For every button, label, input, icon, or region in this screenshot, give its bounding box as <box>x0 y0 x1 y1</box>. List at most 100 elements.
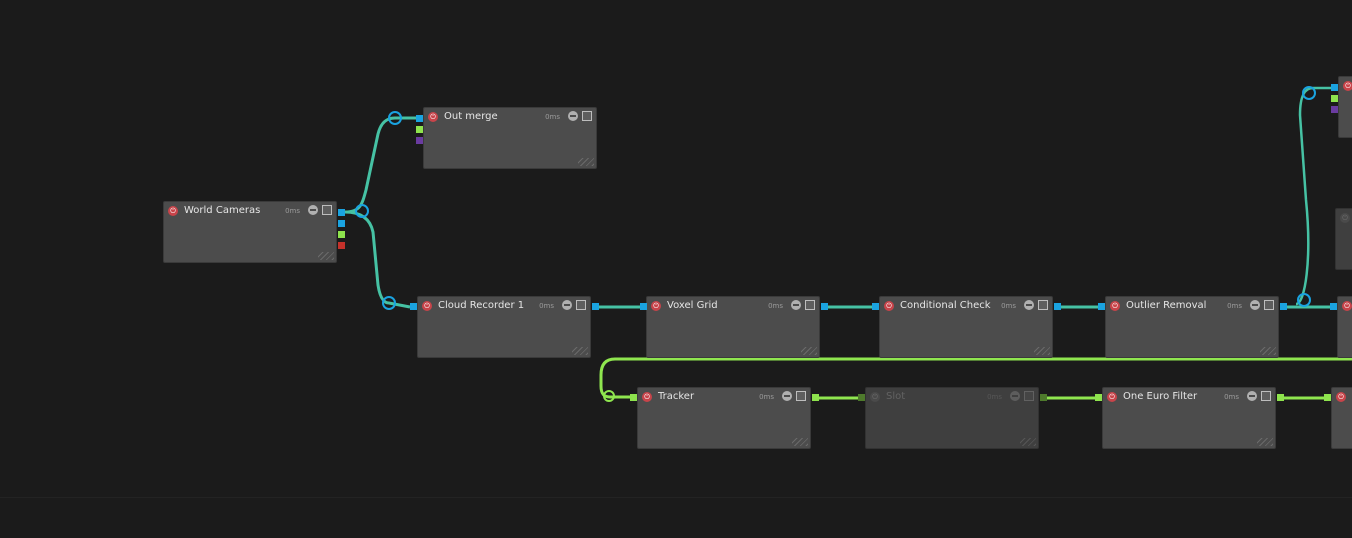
minus-icon[interactable] <box>1010 391 1020 401</box>
resize-grip-icon[interactable] <box>801 347 817 355</box>
input-port[interactable] <box>1098 303 1105 310</box>
output-port[interactable] <box>812 394 819 401</box>
node-partial-chain[interactable]: ⏻ <box>1337 296 1352 358</box>
output-port[interactable] <box>338 242 345 249</box>
node-title: One Euro Filter <box>1123 391 1198 402</box>
wire-world-cameras-cloud-recorder <box>344 210 411 309</box>
node-tracker[interactable]: ⏻ Tracker 0ms <box>637 387 811 449</box>
power-icon[interactable]: ⏻ <box>1340 213 1350 223</box>
output-port[interactable] <box>592 303 599 310</box>
resize-grip-icon[interactable] <box>1034 347 1050 355</box>
power-icon[interactable]: ⏻ <box>1110 301 1120 311</box>
node-world-cameras[interactable]: ⏻ World Cameras 0ms <box>163 201 337 263</box>
node-timing: 0ms <box>545 113 560 121</box>
input-port[interactable] <box>1324 394 1331 401</box>
minus-icon[interactable] <box>1250 300 1260 310</box>
reroute-handle <box>603 390 615 402</box>
node-title: Cloud Recorder 1 <box>438 300 525 311</box>
checkbox-icon[interactable] <box>582 111 592 121</box>
checkbox-icon[interactable] <box>1261 391 1271 401</box>
node-conditional-check[interactable]: ⏻ Conditional Check 0ms <box>879 296 1053 358</box>
canvas-bottom-divider <box>0 497 1352 498</box>
minus-icon[interactable] <box>791 300 801 310</box>
checkbox-icon[interactable] <box>805 300 815 310</box>
minus-icon[interactable] <box>1024 300 1034 310</box>
node-cloud-recorder[interactable]: ⏻ Cloud Recorder 1 0ms <box>417 296 591 358</box>
checkbox-icon[interactable] <box>322 205 332 215</box>
input-port[interactable] <box>416 137 423 144</box>
output-port[interactable] <box>821 303 828 310</box>
power-icon[interactable]: ⏻ <box>651 301 661 311</box>
power-icon[interactable]: ⏻ <box>1107 392 1117 402</box>
minus-icon[interactable] <box>782 391 792 401</box>
resize-grip-icon[interactable] <box>578 158 594 166</box>
input-port[interactable] <box>1330 303 1337 310</box>
checkbox-icon[interactable] <box>1264 300 1274 310</box>
output-port[interactable] <box>1277 394 1284 401</box>
node-title: Conditional Check <box>900 300 991 311</box>
input-port[interactable] <box>1095 394 1102 401</box>
node-out-merge[interactable]: ⏻ Out merge 0ms <box>423 107 597 169</box>
output-port[interactable] <box>338 209 345 216</box>
power-icon[interactable]: ⏻ <box>428 112 438 122</box>
node-timing: 0ms <box>768 302 783 310</box>
input-port[interactable] <box>1331 95 1338 102</box>
power-icon[interactable]: ⏻ <box>422 301 432 311</box>
input-port[interactable] <box>416 115 423 122</box>
wire-world-cameras-out-merge <box>344 116 418 214</box>
node-title: World Cameras <box>184 205 261 216</box>
minus-icon[interactable] <box>308 205 318 215</box>
reroute-handle <box>388 111 402 125</box>
node-title: Tracker <box>658 391 695 402</box>
node-partial-tracker-chain[interactable]: ⏻ <box>1331 387 1352 449</box>
resize-grip-icon[interactable] <box>1257 438 1273 446</box>
node-outlier-removal[interactable]: ⏻ Outlier Removal 0ms <box>1105 296 1279 358</box>
minus-icon[interactable] <box>568 111 578 121</box>
reroute-handle <box>1297 293 1311 307</box>
resize-grip-icon[interactable] <box>792 438 808 446</box>
power-icon[interactable]: ⏻ <box>1336 392 1346 402</box>
input-port[interactable] <box>640 303 647 310</box>
input-port[interactable] <box>872 303 879 310</box>
power-icon[interactable]: ⏻ <box>870 392 880 402</box>
output-port[interactable] <box>1040 394 1047 401</box>
input-port[interactable] <box>410 303 417 310</box>
checkbox-icon[interactable] <box>1024 391 1034 401</box>
output-port[interactable] <box>338 231 345 238</box>
power-icon[interactable]: ⏻ <box>168 206 178 216</box>
checkbox-icon[interactable] <box>576 300 586 310</box>
node-one-euro-filter[interactable]: ⏻ One Euro Filter 0ms <box>1102 387 1276 449</box>
input-port[interactable] <box>630 394 637 401</box>
minus-icon[interactable] <box>1247 391 1257 401</box>
input-port[interactable] <box>1331 106 1338 113</box>
resize-grip-icon[interactable] <box>572 347 588 355</box>
checkbox-icon[interactable] <box>1038 300 1048 310</box>
power-icon[interactable]: ⏻ <box>884 301 894 311</box>
resize-grip-icon[interactable] <box>318 252 334 260</box>
power-icon[interactable]: ⏻ <box>1342 301 1352 311</box>
input-port[interactable] <box>1331 84 1338 91</box>
node-partial-middle[interactable]: ⏻ <box>1335 208 1352 270</box>
reroute-handle <box>355 204 369 218</box>
node-timing: 0ms <box>539 302 554 310</box>
output-port[interactable] <box>338 220 345 227</box>
node-title: Slot <box>886 391 906 402</box>
resize-grip-icon[interactable] <box>1260 347 1276 355</box>
reroute-handle <box>382 296 396 310</box>
resize-grip-icon[interactable] <box>1020 438 1036 446</box>
output-port[interactable] <box>1280 303 1287 310</box>
wire-outlier-upper-right <box>1295 86 1334 306</box>
power-icon[interactable]: ⏻ <box>642 392 652 402</box>
node-partial-upper[interactable]: ⏻ <box>1338 76 1352 138</box>
power-icon[interactable]: ⏻ <box>1343 81 1352 91</box>
node-voxel-grid[interactable]: ⏻ Voxel Grid 0ms <box>646 296 820 358</box>
node-timing: 0ms <box>987 393 1002 401</box>
checkbox-icon[interactable] <box>796 391 806 401</box>
node-slot[interactable]: ⏻ Slot 0ms <box>865 387 1039 449</box>
input-port[interactable] <box>858 394 865 401</box>
output-port[interactable] <box>1054 303 1061 310</box>
node-timing: 0ms <box>1001 302 1016 310</box>
minus-icon[interactable] <box>562 300 572 310</box>
input-port[interactable] <box>416 126 423 133</box>
